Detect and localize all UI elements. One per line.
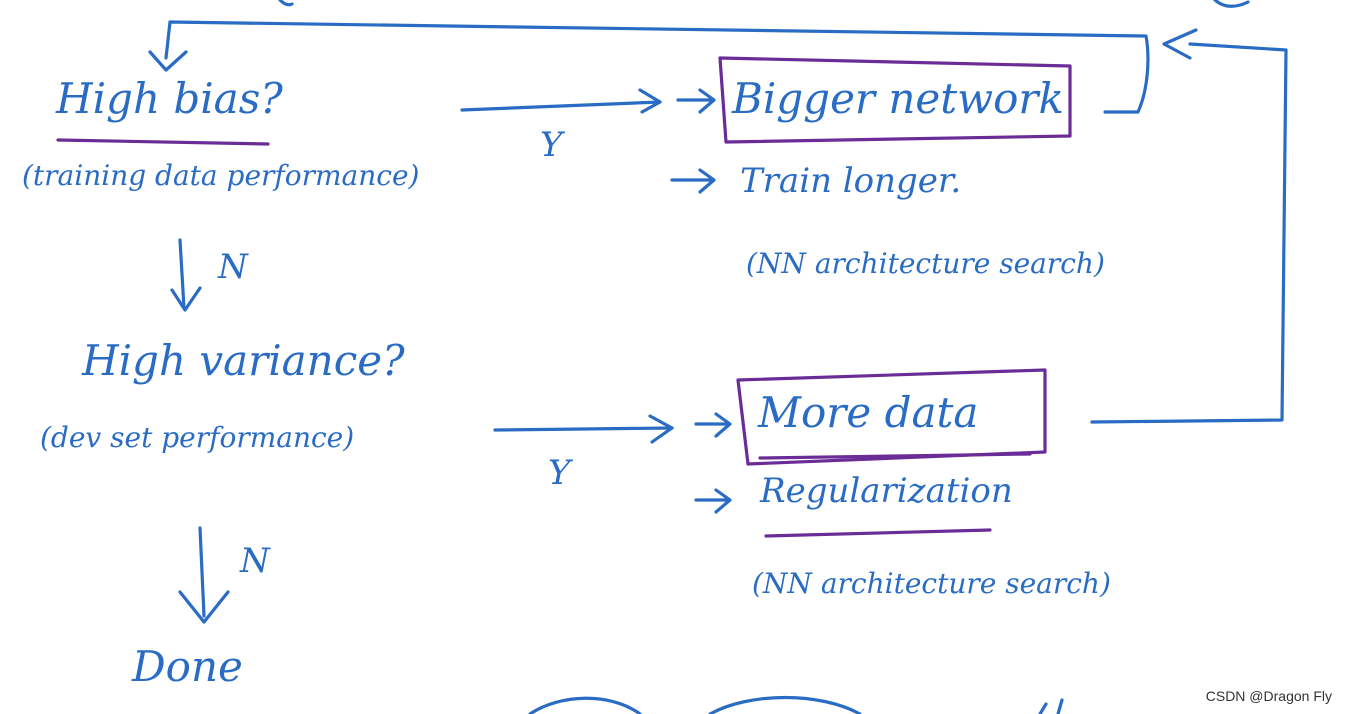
yes-arrow-2: [493, 426, 674, 432]
bias-feedback-loop: [164, 20, 1150, 114]
no-arrow-1: [178, 238, 186, 310]
variance-feedback-loop: [1090, 42, 1288, 424]
yes-label-2: Y: [548, 453, 571, 493]
no-arrow-1-head: [170, 286, 202, 312]
bottom-remnant-2: [708, 695, 862, 714]
high-variance-note: (dev set performance): [40, 421, 355, 454]
more-data-label: More data: [758, 388, 979, 437]
regularization-underline: [764, 528, 992, 538]
more-data-underline: [758, 452, 1032, 460]
high-bias-note: (training data performance): [22, 159, 420, 192]
variance-feedback-arrowhead: [1162, 28, 1198, 60]
heading-remnant-left: [278, 0, 294, 7]
heading-remnant-right: [1213, 0, 1250, 8]
bigger-network-box: [718, 56, 1072, 144]
no-arrow-2: [198, 526, 206, 618]
done-label: Done: [132, 642, 243, 691]
bottom-remnant-3: [1038, 698, 1064, 714]
bias-feedback-arrowhead: [148, 50, 188, 72]
yes-arrow-1-head: [638, 88, 662, 114]
high-bias-underline: [56, 138, 270, 146]
variance-remedy-arrow-2: [694, 488, 732, 514]
high-variance-question: High variance?: [82, 336, 405, 385]
bias-remedy-arrow-2: [670, 168, 716, 194]
yes-arrow-1: [460, 100, 662, 112]
more-data-box: [736, 368, 1047, 466]
bottom-remnant-1: [528, 696, 642, 714]
no-label-1: N: [218, 247, 248, 287]
nn-architecture-search-label-1: (NN architecture search): [746, 247, 1105, 280]
nn-architecture-search-label-2: (NN architecture search): [752, 567, 1111, 600]
no-label-2: N: [240, 541, 270, 581]
variance-remedy-arrow-1: [694, 412, 732, 438]
watermark: CSDN @Dragon Fly: [1205, 688, 1332, 704]
no-arrow-2-head: [178, 590, 230, 624]
yes-label-1: Y: [540, 125, 563, 165]
regularization-label: Regularization: [760, 471, 1013, 511]
bigger-network-label: Bigger network: [732, 74, 1064, 123]
bias-remedy-arrow-1: [676, 88, 716, 114]
high-bias-question: High bias?: [56, 74, 283, 123]
train-longer-label: Train longer.: [740, 161, 962, 201]
yes-arrow-2-head: [648, 414, 674, 444]
